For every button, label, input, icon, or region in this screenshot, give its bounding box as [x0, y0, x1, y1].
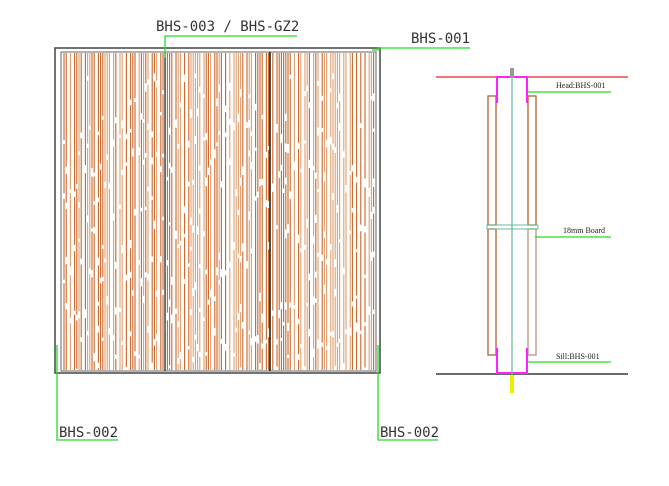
label-board: 18mm Board — [563, 226, 605, 235]
head-pin — [510, 68, 514, 78]
label-bhs-003-gz2: BHS-003 / BHS-GZ2 — [156, 19, 299, 35]
board-top-left — [487, 95, 497, 226]
board-bottom-left — [487, 228, 497, 356]
label-bhs-002-left: BHS-002 — [59, 425, 118, 441]
door-elevation — [54, 47, 381, 374]
board-bottom-right — [527, 228, 537, 356]
leader-bottom-left — [56, 345, 118, 441]
label-sill: Sill:BHS-001 — [556, 352, 600, 361]
wood-grain — [63, 53, 375, 370]
label-bhs-002-right: BHS-002 — [380, 425, 439, 441]
label-bhs-001: BHS-001 — [411, 31, 470, 47]
board-top-right — [527, 95, 537, 226]
leader-top-right — [372, 47, 470, 51]
leader-bottom-right — [377, 345, 438, 441]
label-head: Head:BHS-001 — [556, 81, 605, 90]
outer-frame — [54, 47, 381, 374]
leaders — [56, 35, 470, 441]
leader-top-center — [164, 35, 297, 58]
inner-frame — [60, 51, 377, 372]
door-section: Head:BHS-001 18mm Board Sill:BHS-001 — [436, 68, 628, 393]
floor-anchor — [510, 375, 514, 393]
